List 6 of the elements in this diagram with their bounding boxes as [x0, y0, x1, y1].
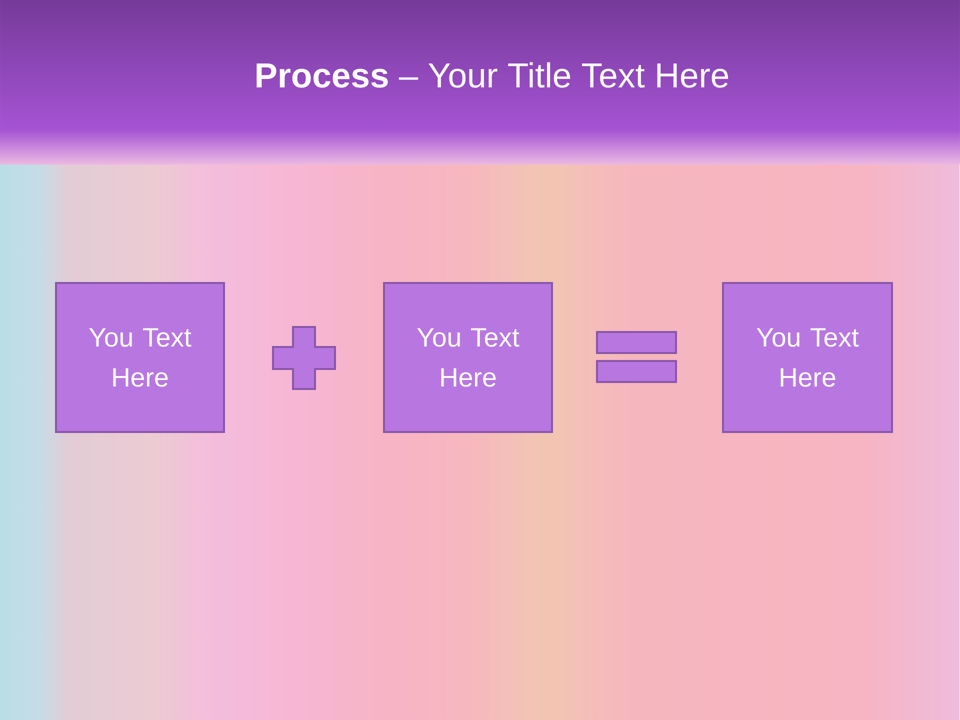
equals-sign [596, 331, 677, 383]
text-box: You Text Here [383, 282, 553, 433]
text-box: You Text Here [722, 282, 893, 433]
plus-sign [272, 326, 336, 390]
text-box: You Text Here [55, 282, 225, 433]
slide-title: Process – Your Title Text Here [256, 62, 728, 88]
